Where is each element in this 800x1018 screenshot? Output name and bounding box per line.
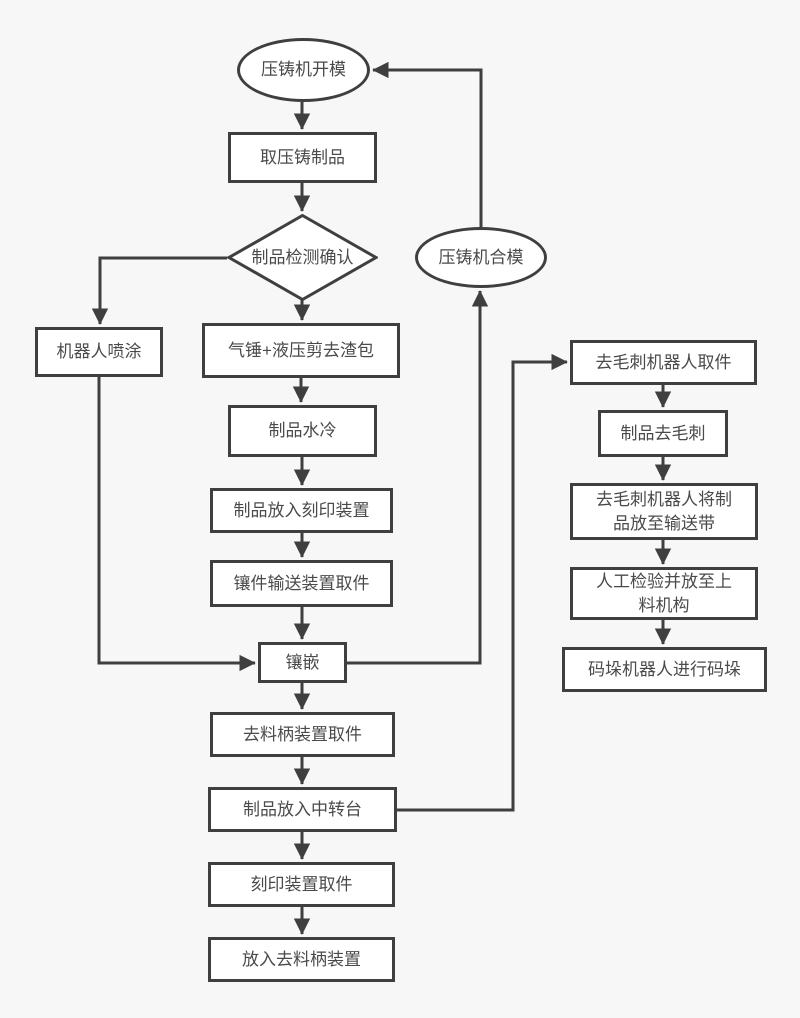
node-degate-pick: 去料柄装置取件 [210,712,395,757]
node-marking-pick: 刻印装置取件 [208,862,395,907]
node-label: 制品放入中转台 [243,799,362,819]
node-manual-inspect: 人工检验并放至上 料机构 [570,567,758,620]
diamond-shape [227,214,378,301]
node-insert-conveyor-pick: 镶件输送装置取件 [210,560,393,607]
node-label: 去毛刺机器人取件 [595,352,732,372]
node-label: 气锤+液压剪去渣包 [228,340,374,360]
connector-robot-spray-to-inlay [97,377,256,672]
node-label: 镶件输送装置取件 [233,573,370,593]
node-label: 机器人喷涂 [56,342,142,362]
node-take-product: 取压铸制品 [228,132,377,183]
node-label: 人工检验并放至上 料机构 [596,571,732,615]
node-place-marking: 制品放入刻印装置 [210,488,393,533]
node-label: 镶嵌 [285,652,320,672]
node-open-mold: 压铸机开模 [237,38,370,102]
node-label: 去料柄装置取件 [243,724,362,744]
node-label: 放入去料柄装置 [242,949,361,969]
connector-close-mold-to-open-mold [372,61,483,227]
node-deburr-to-belt: 去毛刺机器人将制 品放至输送带 [570,483,758,540]
node-palletize: 码垛机器人进行码垛 [562,647,767,692]
node-trim-slag: 气锤+液压剪去渣包 [202,323,400,378]
node-place-degate: 放入去料柄装置 [208,937,395,982]
node-label: 刻印装置取件 [250,874,353,894]
node-label: 去毛刺机器人将制 品放至输送带 [596,489,732,533]
node-transfer-table: 制品放入中转台 [208,787,397,832]
connector-inspect-to-robot-spray [91,256,227,325]
connector-inlay-to-close-mold [347,290,489,665]
node-label: 压铸机开模 [261,60,346,80]
node-deburr-robot-pick: 去毛刺机器人取件 [570,340,757,385]
node-label: 取压铸制品 [260,147,345,167]
node-water-cool: 制品水冷 [228,405,377,457]
node-label: 制品去毛刺 [620,423,706,443]
node-label: 制品水冷 [268,421,337,441]
node-label: 制品放入刻印装置 [233,500,370,520]
node-inspect-decision: 制品检测确认 [227,214,378,301]
node-deburr: 制品去毛刺 [598,410,728,457]
node-close-mold: 压铸机合模 [415,227,547,288]
node-inlay: 镶嵌 [258,642,347,683]
node-label: 压铸机合模 [438,247,524,267]
node-label: 码垛机器人进行码垛 [588,659,741,679]
node-robot-spray: 机器人喷涂 [35,327,163,377]
node-label: 制品检测确认 [251,247,354,267]
connector-transfer-table-to-deburr-robot [397,353,568,812]
